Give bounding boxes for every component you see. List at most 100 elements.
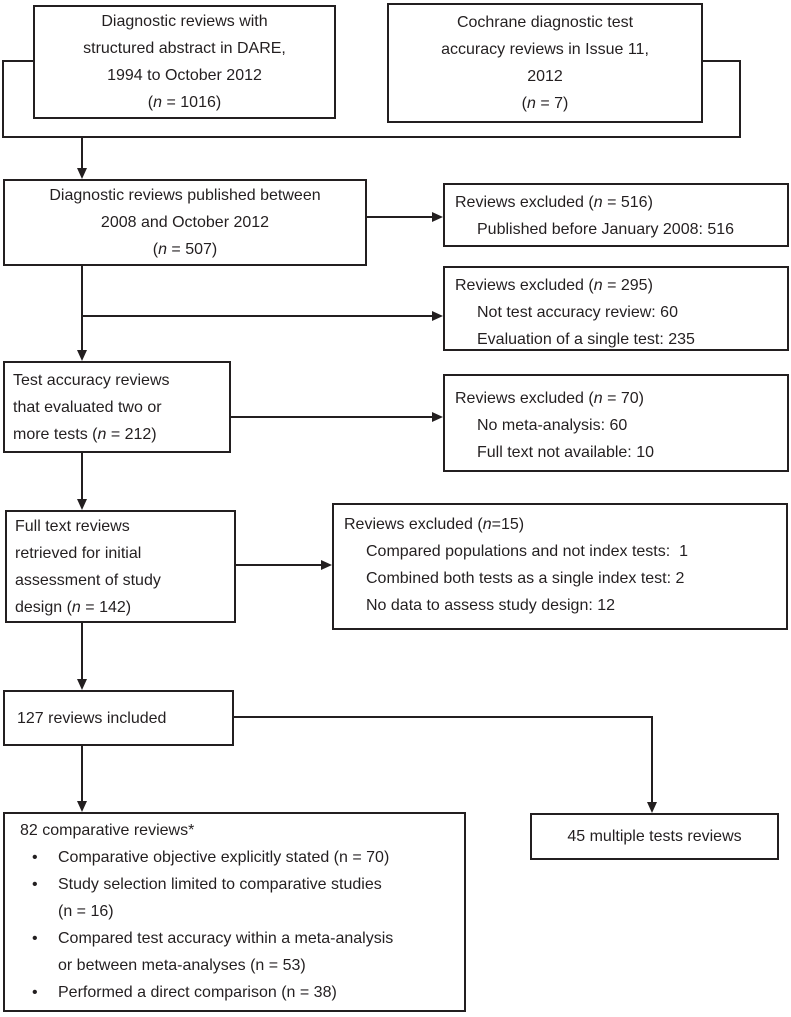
comparative-bullet-text: Performed a direct comparison (n = 38) xyxy=(58,979,464,1006)
box-cochrane: Cochrane diagnostic test accuracy review… xyxy=(387,3,703,123)
n-post: = 507) xyxy=(166,241,218,258)
excluded-15-item: Compared populations and not index tests… xyxy=(366,543,688,560)
bullet-line: Comparative objective explicitly stated … xyxy=(58,849,390,866)
comparative-bullet: • Compared test accuracy within a meta-a… xyxy=(5,925,464,979)
connector-full-text-excl15 xyxy=(236,564,323,566)
excluded-15-item: Combined both tests as a single index te… xyxy=(366,570,685,587)
connector-included-comparative xyxy=(81,746,83,803)
arrowhead-down-multiple xyxy=(647,802,657,813)
box-multiple-tests-label: 45 multiple tests reviews xyxy=(567,828,742,845)
n-post: = 212) xyxy=(106,425,157,443)
bullet-icon: • xyxy=(32,876,38,893)
box-published-line: Diagnostic reviews published between xyxy=(49,187,321,204)
n-post: = 70) xyxy=(602,390,644,407)
box-dare-line: 1994 to October 2012 xyxy=(107,67,262,84)
box-dare-n-line: (n = 1016) xyxy=(35,89,334,116)
comparative-bullet-text: Comparative objective explicitly stated … xyxy=(58,844,464,871)
box-two-or-more: Test accuracy reviews that evaluated two… xyxy=(3,361,231,453)
bullet-icon: • xyxy=(32,930,38,947)
box-dare-line: Diagnostic reviews with xyxy=(101,13,268,30)
n-italic: n xyxy=(482,516,492,533)
box-dare-line: structured abstract in DARE, xyxy=(83,40,286,57)
excluded-15-title: Reviews excluded (n=15) xyxy=(344,511,778,538)
connector-two-or-more-full-text xyxy=(81,453,83,501)
n-pre: ( xyxy=(152,241,159,258)
connector-branch-excl295 xyxy=(82,315,434,317)
bullet-line: (n = 16) xyxy=(58,903,114,920)
arrowhead-down-published xyxy=(77,168,87,179)
excluded-70-title: Reviews excluded (n = 70) xyxy=(455,385,779,412)
n-post: = 7) xyxy=(535,95,569,112)
n-pre: ( xyxy=(147,94,154,111)
bullet-line: or between meta-analyses (n = 53) xyxy=(58,957,306,974)
comparative-bullet: • Performed a direct comparison (n = 38) xyxy=(5,979,464,1006)
connector-cochrane-right-stub xyxy=(701,60,741,62)
arrowhead-right-excl70 xyxy=(432,412,443,422)
arrowhead-right-excl516 xyxy=(432,212,443,222)
box-excluded-295: Reviews excluded (n = 295) Not test accu… xyxy=(443,266,789,351)
bullet-line: Compared test accuracy within a meta-ana… xyxy=(58,930,394,947)
box-two-or-more-n-line: more tests (n = 212) xyxy=(13,421,225,448)
box-multiple-tests: 45 multiple tests reviews xyxy=(530,813,779,860)
n-pre: more tests ( xyxy=(13,425,98,443)
box-published-line: 2008 and October 2012 xyxy=(100,214,270,231)
arrowhead-down-two-or-more xyxy=(77,350,87,361)
n-post: = 516) xyxy=(602,194,653,211)
excluded-295-item: Evaluation of a single test: 235 xyxy=(477,331,695,348)
arrowhead-right-excl15 xyxy=(321,560,332,570)
n-italic: n xyxy=(71,598,81,616)
excluded-516-title: Reviews excluded (n = 516) xyxy=(455,189,779,216)
n-pre: design ( xyxy=(15,598,72,616)
n-italic: n xyxy=(526,95,536,112)
n-post: = 295) xyxy=(602,277,653,294)
connector-dare-left-stub xyxy=(3,60,34,62)
connector-published-two-or-more xyxy=(81,265,83,352)
n-pre: Reviews excluded ( xyxy=(455,390,594,407)
box-excluded-70: Reviews excluded (n = 70) No meta-analys… xyxy=(443,374,789,472)
n-post: = 142) xyxy=(80,598,132,616)
bullet-line: Performed a direct comparison (n = 38) xyxy=(58,984,337,1001)
n-italic: n xyxy=(97,425,107,443)
n-italic: n xyxy=(153,94,163,111)
box-cochrane-line: accuracy reviews in Issue 11, xyxy=(441,41,649,58)
connector-merge-line xyxy=(2,136,741,138)
connector-published-excl516 xyxy=(366,216,434,218)
excluded-70-item: No meta-analysis: 60 xyxy=(477,417,628,434)
box-included: 127 reviews included xyxy=(3,690,234,746)
box-comparative: 82 comparative reviews* • Comparative ob… xyxy=(3,812,466,1012)
n-post: = 1016) xyxy=(162,94,222,111)
box-two-or-more-line: Test accuracy reviews xyxy=(13,371,170,389)
n-italic: n xyxy=(593,390,603,407)
n-italic: n xyxy=(593,277,603,294)
comparative-bullet-text: Study selection limited to comparative s… xyxy=(58,871,464,925)
box-published: Diagnostic reviews published between 200… xyxy=(3,179,367,266)
box-cochrane-n-line: (n = 7) xyxy=(389,90,701,117)
excluded-516-item: Published before January 2008: 516 xyxy=(477,221,735,238)
bullet-icon: • xyxy=(32,849,38,866)
excluded-70-item: Full text not available: 10 xyxy=(477,444,654,461)
connector-left-drop xyxy=(2,60,4,138)
arrowhead-down-comparative xyxy=(77,801,87,812)
bullet-line: Study selection limited to comparative s… xyxy=(58,876,382,893)
n-pre: Reviews excluded ( xyxy=(455,277,594,294)
comparative-bullet: • Comparative objective explicitly state… xyxy=(5,844,464,871)
n-pre: Reviews excluded ( xyxy=(344,516,483,533)
excluded-295-title: Reviews excluded (n = 295) xyxy=(455,272,779,299)
connector-full-text-included xyxy=(81,623,83,681)
connector-merge-to-published xyxy=(81,136,83,170)
n-italic: n xyxy=(158,241,167,258)
box-full-text-line: Full text reviews xyxy=(15,517,130,535)
box-dare: Diagnostic reviews with structured abstr… xyxy=(33,5,336,119)
box-full-text-line: assessment of study xyxy=(15,571,161,589)
connector-right-drop xyxy=(739,60,741,138)
box-excluded-516: Reviews excluded (n = 516) Published bef… xyxy=(443,183,789,247)
excluded-295-item: Not test accuracy review: 60 xyxy=(477,304,678,321)
comparative-bullet-text: Compared test accuracy within a meta-ana… xyxy=(58,925,464,979)
comparative-title: 82 comparative reviews* xyxy=(20,822,195,839)
connector-drop-multiple xyxy=(651,716,653,804)
box-two-or-more-line: that evaluated two or xyxy=(13,398,162,416)
n-post: =15) xyxy=(491,516,525,533)
comparative-bullet: • Study selection limited to comparative… xyxy=(5,871,464,925)
excluded-15-item: No data to assess study design: 12 xyxy=(366,597,616,614)
